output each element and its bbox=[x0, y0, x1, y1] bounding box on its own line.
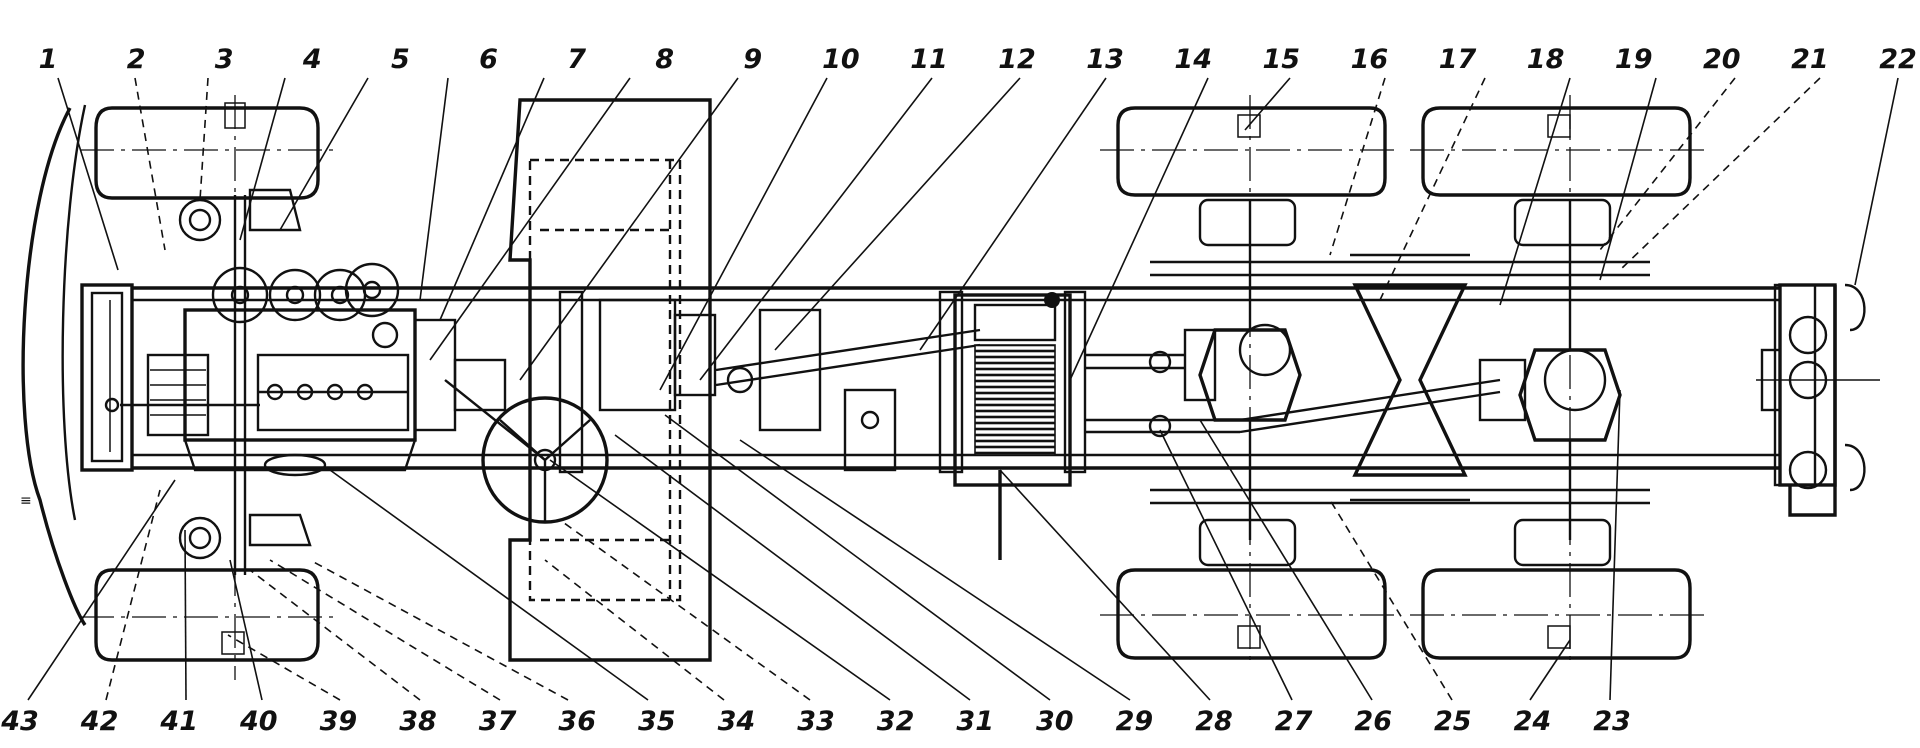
callout-number: 31 bbox=[956, 706, 994, 737]
callout-number: 18 bbox=[1527, 44, 1565, 75]
balancer-suspension bbox=[1350, 253, 1470, 502]
callout-number: 25 bbox=[1434, 706, 1472, 737]
callout-number: 2 bbox=[127, 44, 146, 75]
callout-number: 41 bbox=[159, 706, 198, 737]
callout-number: 20 bbox=[1703, 44, 1741, 75]
callout-number: 17 bbox=[1439, 44, 1477, 75]
transmission bbox=[598, 298, 981, 472]
callout-number: 12 bbox=[998, 44, 1036, 75]
callout-number: 42 bbox=[80, 706, 119, 737]
engine bbox=[120, 262, 507, 477]
callout-number: 10 bbox=[822, 44, 860, 75]
callout-number: 23 bbox=[1593, 706, 1631, 737]
callout-number: 24 bbox=[1514, 706, 1552, 737]
callout-number: 32 bbox=[877, 706, 915, 737]
callout-number: 28 bbox=[1195, 706, 1233, 737]
callout-number: 1 bbox=[39, 44, 58, 75]
callout-number: 37 bbox=[479, 706, 517, 737]
leader-lines bbox=[27, 77, 1899, 701]
callout-number: 29 bbox=[1116, 706, 1154, 737]
rear-hubs bbox=[1150, 198, 1650, 567]
callout-number: 39 bbox=[320, 706, 358, 737]
fuel-tank bbox=[953, 292, 1072, 560]
callout-number: 7 bbox=[567, 44, 586, 75]
callout-number: 9 bbox=[743, 44, 762, 75]
front-left-wheel bbox=[80, 95, 340, 300]
callout-number: 35 bbox=[638, 706, 676, 737]
callout-number: 34 bbox=[718, 706, 756, 737]
callout-number: 3 bbox=[215, 44, 234, 75]
callout-number: 8 bbox=[655, 44, 674, 75]
rear-rear-axle bbox=[1478, 95, 1622, 660]
rear-crossmember bbox=[1756, 283, 1880, 517]
frame-rails bbox=[132, 283, 1817, 487]
callout-number: 30 bbox=[1036, 706, 1074, 737]
callout-number: 13 bbox=[1086, 44, 1124, 75]
front-axle bbox=[178, 188, 312, 575]
callout-number: 19 bbox=[1615, 44, 1653, 75]
callout-number: 33 bbox=[797, 706, 835, 737]
callout-number: 4 bbox=[302, 44, 322, 75]
steering-wheel bbox=[444, 379, 609, 524]
callout-number: 21 bbox=[1791, 44, 1829, 75]
svg-text:≡: ≡ bbox=[20, 493, 32, 509]
callout-number: 43 bbox=[0, 706, 39, 737]
rear-wheel-middle-left bbox=[1100, 106, 1400, 197]
rear-wheel-middle-right bbox=[1100, 568, 1400, 660]
radiator bbox=[80, 283, 134, 472]
callout-number: 26 bbox=[1354, 706, 1392, 737]
cab-outline bbox=[508, 98, 712, 662]
callout-number: 5 bbox=[391, 44, 410, 75]
middle-rear-axle bbox=[1183, 95, 1302, 660]
callout-number: 27 bbox=[1275, 706, 1313, 737]
callout-number: 6 bbox=[479, 44, 498, 75]
callout-number: 14 bbox=[1174, 44, 1212, 75]
callout-numbers-bottom: 43 42 41 40 39 38 37 36 35 34 33 32 31 30 29 28 27 26 25 24… bbox=[0, 706, 1631, 737]
rear-wheel-rear-right bbox=[1410, 568, 1705, 660]
callout-number: 16 bbox=[1351, 44, 1389, 75]
callout-number: 22 bbox=[1879, 44, 1917, 75]
callout-number: 15 bbox=[1263, 44, 1301, 75]
callout-number: 36 bbox=[558, 706, 596, 737]
front-bumper: ≡ bbox=[20, 104, 87, 626]
callout-number: 11 bbox=[910, 44, 948, 75]
callout-number: 38 bbox=[399, 706, 437, 737]
callout-number: 40 bbox=[239, 706, 278, 737]
